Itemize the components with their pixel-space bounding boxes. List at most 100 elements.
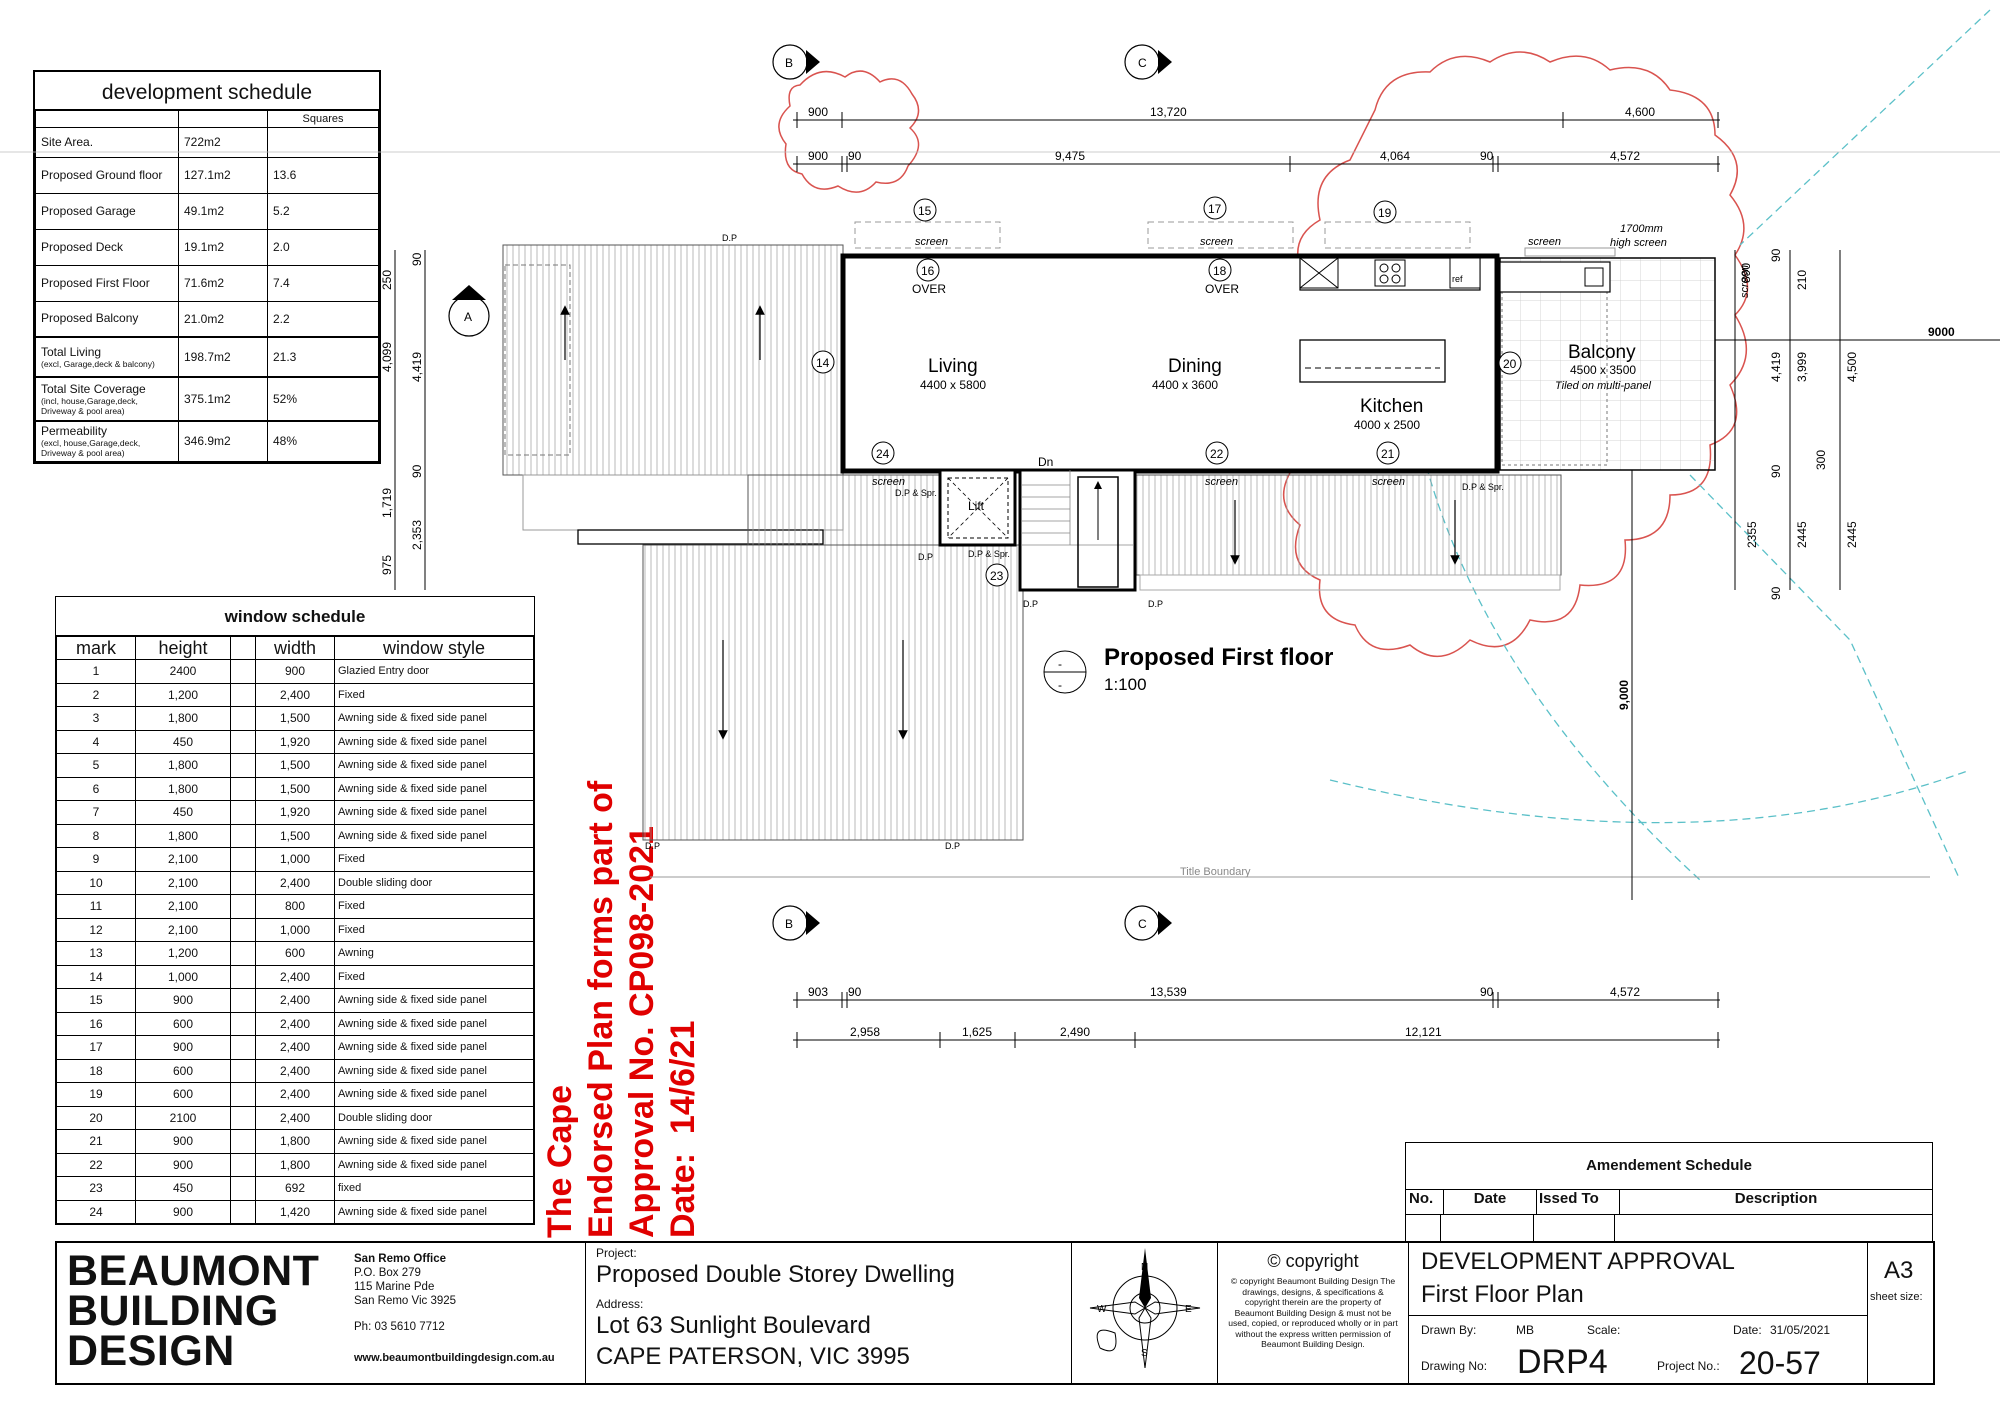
- dev-row-squares: 2.0: [267, 228, 379, 266]
- sheet-size-cell: A3 sheet size:: [1868, 1243, 1935, 1383]
- window-style: Fixed: [334, 917, 534, 942]
- drawing-no-value: DRP4: [1517, 1343, 1608, 1381]
- amend-col-no: No.: [1406, 1190, 1444, 1214]
- col-height: height: [135, 636, 231, 660]
- vertical-dimension-labels: 250 4,099 1,719 975 90 4,419 90 2,353 89…: [380, 248, 1859, 710]
- project-cell: Project: Proposed Double Storey Dwelling…: [586, 1243, 1072, 1383]
- plan-text-label: 19: [1378, 206, 1392, 220]
- plan-text-label: 3,999: [1795, 352, 1809, 382]
- window-height: 450: [135, 1176, 231, 1201]
- plan-text-label: 4,572: [1610, 149, 1640, 163]
- window-mark: 9: [56, 847, 136, 872]
- dev-row-sublabel: (incl, house,Garage,deck, Driveway & poo…: [41, 395, 138, 416]
- window-style: Awning side & fixed side panel: [334, 1011, 534, 1036]
- company-name-2: BUILDING: [67, 1287, 279, 1335]
- amend-col-description: Description: [1734, 1190, 1818, 1207]
- plan-text-label: 90: [1480, 149, 1494, 163]
- plan-text-label: screen: [915, 236, 948, 248]
- development-schedule: development schedule Squares Site Area.7…: [33, 70, 381, 464]
- plan-text-label: 300: [1814, 450, 1828, 470]
- dev-row-label: Total Living: [41, 344, 102, 359]
- sheet-size-label: sheet size:: [1870, 1291, 1923, 1303]
- window-height: 900: [135, 1199, 231, 1224]
- address-label: Address:: [596, 1297, 644, 1311]
- window-height: 600: [135, 1011, 231, 1036]
- plan-text-label: 90: [410, 252, 424, 266]
- plan-text-label: 17: [1208, 202, 1222, 216]
- office-line-3: 115 Marine Pde: [354, 1281, 435, 1293]
- plan-text-label: 14: [816, 356, 830, 370]
- office-line-4: San Remo Vic 3925: [354, 1295, 457, 1307]
- window-height: 2,100: [135, 917, 231, 942]
- plan-text-label: 9,475: [1055, 149, 1085, 163]
- title-block: BEAUMONT BUILDING DESIGN San Remo Office…: [55, 1241, 1935, 1385]
- window-width: 2,400: [255, 1035, 335, 1060]
- plan-scale: 1:100: [1104, 675, 1147, 694]
- window-schedule-title: window schedule: [56, 597, 534, 636]
- plan-text-label: 90: [410, 464, 424, 478]
- window-mark: 4: [56, 729, 136, 754]
- project-no-value: 20-57: [1739, 1345, 1821, 1381]
- window-mark: 23: [56, 1176, 136, 1201]
- company-cell: BEAUMONT BUILDING DESIGN San Remo Office…: [57, 1243, 586, 1383]
- window-height: 600: [135, 1082, 231, 1107]
- section-marker-c-top: C: [1124, 44, 1172, 80]
- plan-text-label: Living: [928, 356, 978, 377]
- plan-text-label: 90: [1769, 586, 1783, 600]
- window-width: 2,400: [255, 1011, 335, 1036]
- window-mark-circles: 14 15 16 17 18 19 20 21 22 23 24: [811, 196, 1522, 587]
- col-mark: mark: [56, 636, 136, 660]
- window-height: 1,000: [135, 964, 231, 989]
- window-width: 2,400: [255, 1082, 335, 1107]
- dev-row-sublabel: (excl, house,Garage,deck, Driveway & poo…: [41, 437, 141, 458]
- plan-text-label: OVER: [912, 282, 946, 296]
- plan-text-label: 4,419: [1769, 352, 1783, 382]
- company-website[interactable]: www.beaumontbuildingdesign.com.au: [354, 1352, 555, 1364]
- plan-text-label: 9,000: [1617, 680, 1631, 710]
- svg-text:C: C: [1138, 56, 1147, 70]
- plan-text-label: 24: [876, 447, 890, 461]
- window-width: 1,920: [255, 800, 335, 825]
- window-schedule: window schedule mark height width window…: [55, 596, 535, 1225]
- plan-text-label: screen: [1528, 236, 1561, 248]
- svg-text:E: E: [1185, 1304, 1192, 1315]
- window-style: Awning side & fixed side panel: [334, 800, 534, 825]
- plan-text-label: D.P: [945, 841, 960, 851]
- plan-text-label: 890: [1739, 263, 1753, 283]
- plan-text-label: 4,600: [1625, 105, 1655, 119]
- plan-text-label: D.P & Spr.: [895, 488, 937, 498]
- spacer-cell: [230, 823, 256, 848]
- svg-text:S: S: [1141, 1348, 1148, 1359]
- screen-labels: screen screen screen screen screen scree…: [872, 223, 1751, 488]
- sheet-size-value: A3: [1884, 1257, 1914, 1284]
- window-width: 1,000: [255, 917, 335, 942]
- plan-text-label: 2,353: [410, 520, 424, 550]
- stairs-down-label: Dn: [1038, 455, 1053, 469]
- plan-text-label: screen: [872, 476, 905, 488]
- spacer-cell: [230, 1199, 256, 1224]
- window-style: Fixed: [334, 847, 534, 872]
- amendment-schedule: Amendement Schedule No. Date Issed To De…: [1405, 1142, 1933, 1243]
- approval-status: DEVELOPMENT APPROVAL: [1421, 1248, 1735, 1275]
- window-mark: 18: [56, 1058, 136, 1083]
- window-height: 1,200: [135, 682, 231, 707]
- plan-text-label: 4500 x 3500: [1570, 363, 1636, 377]
- plan-text-label: 2445: [1845, 521, 1859, 548]
- spacer-cell: [230, 1058, 256, 1083]
- window-style: Awning side & fixed side panel: [334, 988, 534, 1013]
- plan-text-label: Dining: [1168, 356, 1222, 377]
- plan-title: Proposed First floor: [1104, 644, 1333, 671]
- window-style: Awning side & fixed side panel: [334, 706, 534, 731]
- office-name: San Remo Office: [354, 1253, 447, 1265]
- plan-text-label: 18: [1213, 264, 1227, 278]
